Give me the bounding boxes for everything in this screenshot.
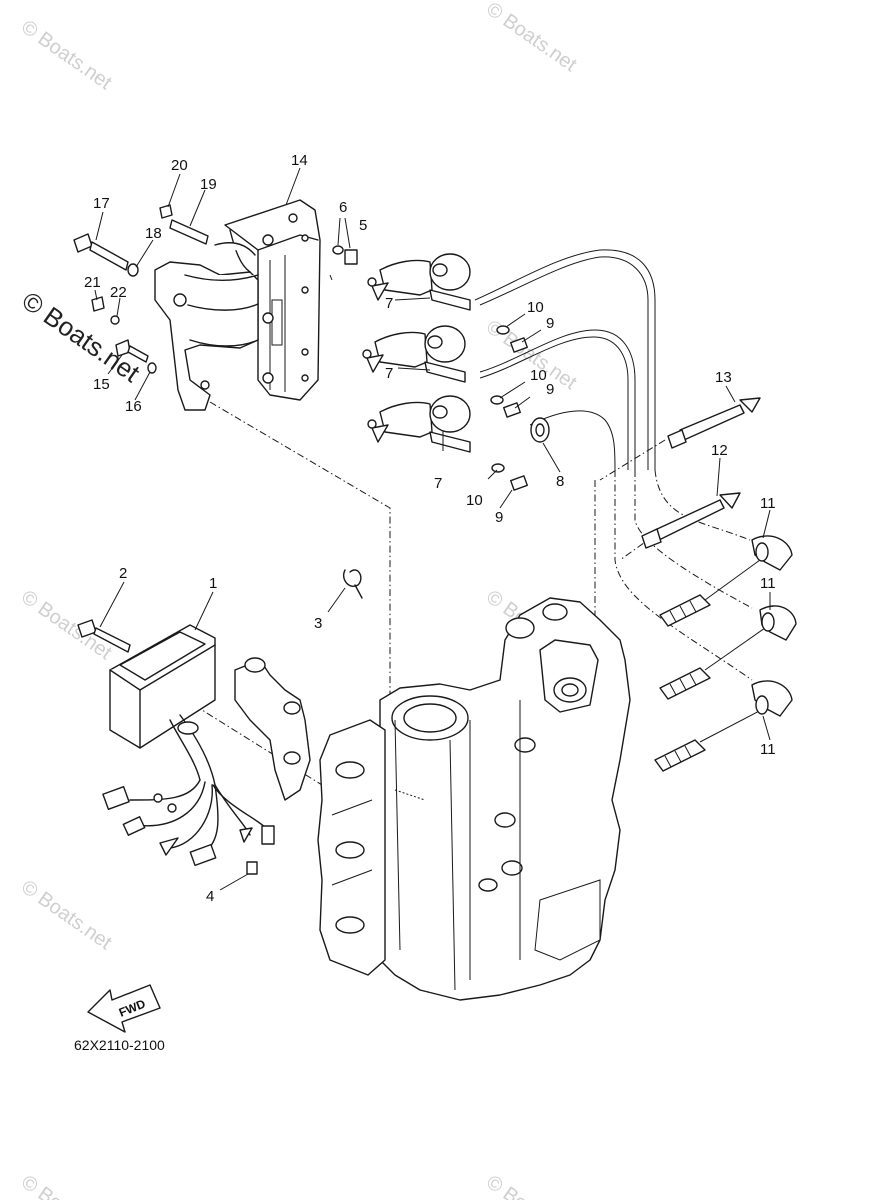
engine-block [317, 597, 631, 1001]
bolt [73, 233, 129, 271]
grommet [530, 417, 550, 443]
wire-clip [343, 569, 363, 599]
callout-11: 11 [760, 741, 776, 758]
stud-bolt [169, 219, 209, 245]
watermark: © Boats.net [482, 0, 581, 76]
spark-plug [659, 594, 711, 627]
callout-3: 3 [314, 615, 322, 632]
spark-plug [659, 667, 711, 700]
spark-plug [654, 739, 706, 772]
callout-9: 9 [546, 315, 554, 332]
callout-12: 12 [711, 442, 728, 459]
callout-labels: 1 2 3 4 5 6 7 7 7 8 9 9 9 10 10 10 11 11… [84, 152, 776, 905]
fwd-arrow-icon [87, 984, 161, 1033]
callout-13: 13 [715, 369, 732, 386]
watermark: © Boats.net [17, 876, 116, 954]
bolt [503, 337, 528, 491]
engine-mount-bracket [234, 657, 311, 801]
callout-4: 4 [206, 888, 214, 905]
leader-lines [94, 167, 771, 891]
ignition-coil [362, 325, 466, 383]
callout-10: 10 [527, 299, 544, 316]
part-code: 62X2110-2100 [74, 1037, 165, 1053]
callout-11: 11 [760, 495, 776, 512]
watermark: © Boats.net [482, 1171, 581, 1200]
callout-17: 17 [93, 195, 110, 212]
callout-15: 15 [93, 376, 110, 393]
watermark: © Boats.net [17, 1171, 116, 1200]
plug-cap [751, 535, 793, 571]
watermarks: © Boats.net © Boats.net © Boats.net © Bo… [17, 0, 581, 1200]
callout-22: 22 [110, 284, 127, 301]
ignition-coil [367, 395, 471, 453]
bolt [332, 245, 358, 265]
callout-16: 16 [125, 398, 142, 415]
plug-lead [641, 492, 741, 549]
plug-cap [751, 680, 793, 717]
callout-9: 9 [546, 381, 554, 398]
plug-cap [759, 605, 797, 641]
bolt [91, 296, 149, 363]
callout-18: 18 [145, 225, 162, 242]
callout-6: 6 [339, 199, 347, 216]
callout-2: 2 [119, 565, 127, 582]
callout-1: 1 [209, 575, 217, 592]
callout-7: 7 [434, 475, 442, 492]
bolt [77, 619, 131, 653]
plug-lead [667, 397, 761, 449]
watermark: © Boats.net [17, 16, 116, 94]
callout-11: 11 [760, 575, 776, 592]
washer [110, 263, 157, 374]
callout-10: 10 [530, 367, 547, 384]
callout-10: 10 [466, 492, 483, 509]
callout-19: 19 [200, 176, 217, 193]
clamp-bracket [154, 229, 259, 411]
callout-7: 7 [385, 365, 393, 382]
screw [246, 861, 258, 875]
callout-14: 14 [291, 152, 308, 169]
callout-7: 7 [385, 295, 393, 312]
callout-21: 21 [84, 274, 101, 291]
callout-9: 9 [495, 509, 503, 526]
nut [159, 204, 173, 219]
cdi-unit [102, 624, 275, 867]
callout-5: 5 [359, 217, 367, 234]
callout-20: 20 [171, 157, 188, 174]
callout-8: 8 [556, 473, 564, 490]
ignition-coil [367, 253, 471, 311]
